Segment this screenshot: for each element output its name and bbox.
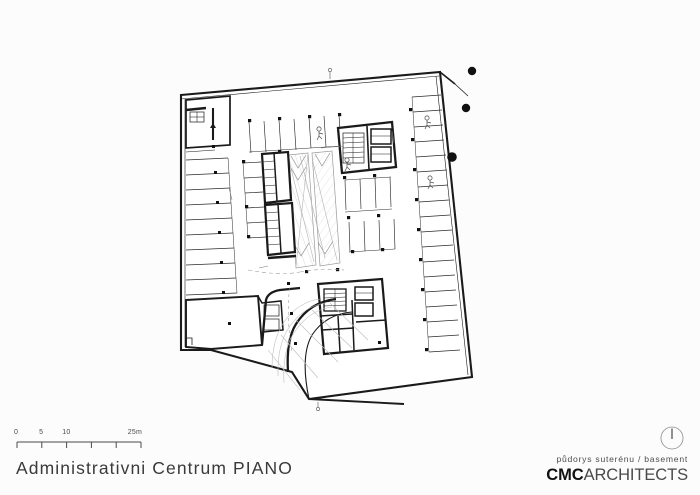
scale-label-0: 0 [13,429,19,436]
central-ramp-structure [288,150,341,269]
scale-bar: 0 5 10 25m [13,429,142,455]
drive-aisle-guides [247,269,345,274]
accessible-parking-symbol-north [316,126,324,141]
scale-label-10: 10 [62,429,71,436]
accessible-parking-symbol-east-lower [427,175,435,190]
section-marker-bottom [316,402,320,411]
central-stair-core [260,150,297,260]
title-block: půdorys suterénu / basement CMCARCHITECT… [508,424,688,484]
setting-out-point [447,152,457,162]
page-title: Administrativni Centrum PIANO [16,458,293,478]
columns-east [409,108,429,352]
service-core-southeast [316,277,390,356]
scale-bar-ruler [16,441,142,448]
section-marker-top [328,68,332,79]
parking-stalls-west [185,157,238,296]
columns-inner-east [343,174,385,254]
north-arrow-icon [660,426,684,450]
parking-stalls-inner-east [344,176,396,253]
lower-terrace-edge [308,398,405,405]
service-core-northeast [336,120,398,175]
curved-entry-ramp [260,281,369,400]
parking-stalls-inner-west [242,161,267,239]
logo-cmc-text: CMC [546,466,584,484]
scale-label-25m: 25m [127,429,142,436]
setting-out-points [447,66,477,162]
setting-out-point [461,103,471,113]
setting-out-point [467,66,477,76]
scale-bar-labels: 0 5 10 25m [13,429,142,441]
scale-label-5: 5 [39,429,44,436]
roof-edge-line [439,71,469,97]
columns-west [212,145,225,294]
accessible-parking-symbol-centre [344,157,352,172]
drawing-caption: půdorys suterénu / basement [556,454,688,464]
cmc-architects-logo: CMCARCHITECTS [508,467,688,484]
annotation-ticks [228,130,395,269]
accessible-parking-symbol-east-upper [424,115,432,130]
parking-stalls-east [411,94,461,353]
logo-architects-text: ARCHITECTS [583,466,689,484]
storage-area-southwest [185,295,284,350]
technical-room-northwest [185,95,231,153]
